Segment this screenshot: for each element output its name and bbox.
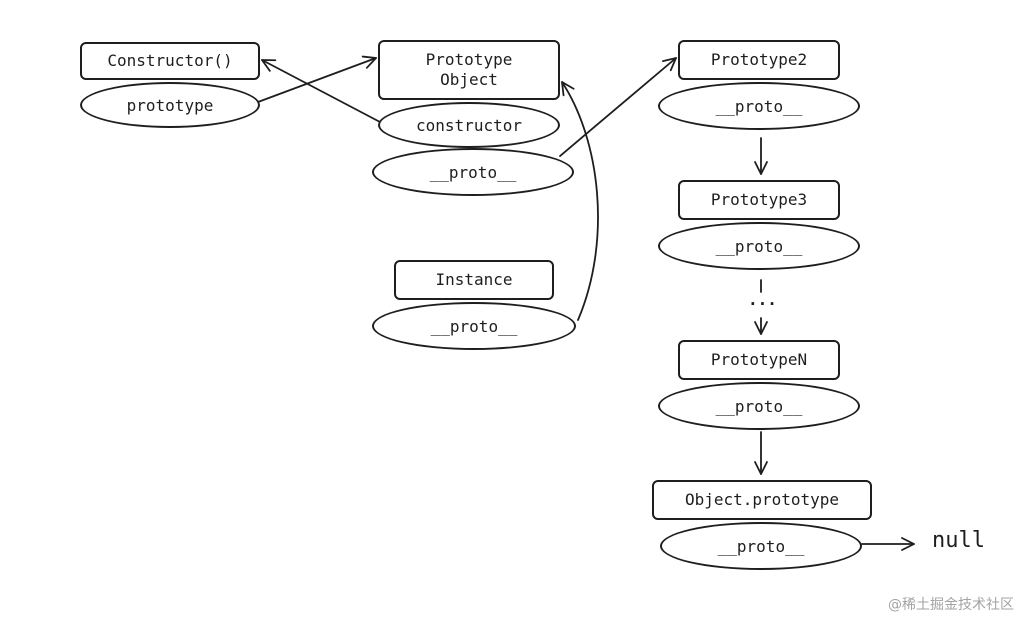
prototype3-box: Prototype3 xyxy=(678,180,840,220)
instance-box: Instance xyxy=(394,260,554,300)
arrow-instance-proto-to-prototype-object xyxy=(561,81,599,321)
object-prototype-proto-ellipse: __proto__ xyxy=(660,522,862,570)
prototypeN-proto-ellipse: __proto__ xyxy=(658,382,860,430)
prototype2-box: Prototype2 xyxy=(678,40,840,80)
ellipsis-label: ... xyxy=(748,290,777,309)
prototypeN-box: PrototypeN xyxy=(678,340,840,380)
prototype-object-proto-ellipse: __proto__ xyxy=(372,148,574,196)
arrow-prototype-to-prototype-object xyxy=(257,55,377,103)
arrow-proto-to-prototype2 xyxy=(559,57,677,157)
null-label: null xyxy=(932,528,985,553)
prototype-object-constructor-ellipse: constructor xyxy=(378,102,560,148)
prototype2-proto-ellipse: __proto__ xyxy=(658,82,860,130)
constructor-prototype-ellipse: prototype xyxy=(80,82,260,128)
prototype-object-box: Prototype Object xyxy=(378,40,560,100)
prototype3-proto-ellipse: __proto__ xyxy=(658,222,860,270)
watermark: @稀土掘金技术社区 xyxy=(888,597,1014,613)
arrow-constructor-to-constructor-fn xyxy=(261,59,381,123)
constructor-box: Constructor() xyxy=(80,42,260,80)
instance-proto-ellipse: __proto__ xyxy=(372,302,576,350)
object-prototype-box: Object.prototype xyxy=(652,480,872,520)
